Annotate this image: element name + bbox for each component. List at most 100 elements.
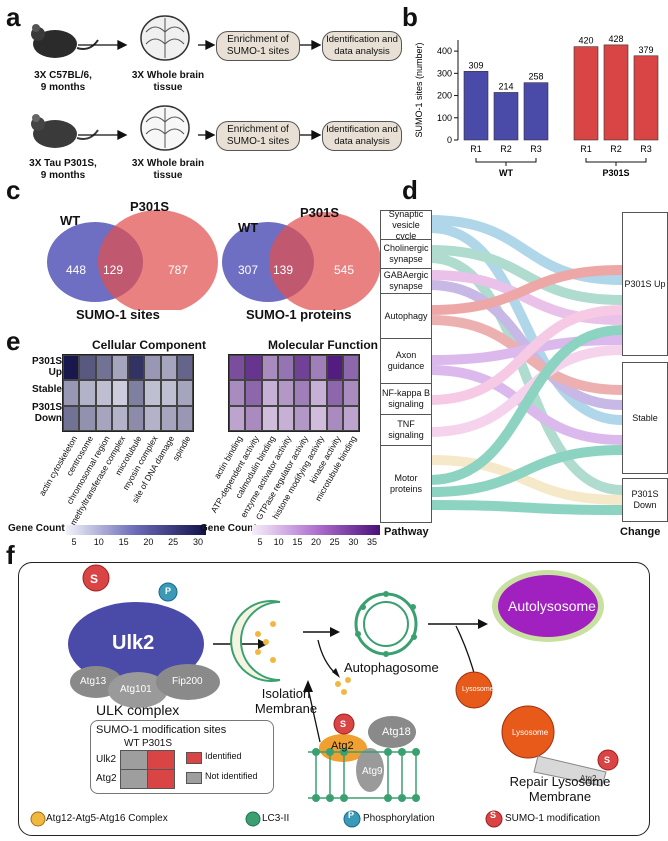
bar-value-label: 214 [498,81,513,91]
bar-value-label: 428 [608,34,623,44]
legend-tick-label: 35 [366,537,378,547]
tissue-label-p301s: 3X Whole brain tissue [131,158,205,181]
repair-lysosome-shape [501,705,555,759]
heatmap-cell [245,405,262,431]
heatmap-cell [144,355,161,381]
ulk-complex-caption: ULK complex [96,702,180,718]
legend-identified-label: Identified [205,751,242,761]
atg18-shape [368,716,416,748]
panel-label-d: d [402,175,418,205]
legend-lc3-label: LC3-II [262,813,290,824]
y-tick-label: 300 [437,68,452,78]
atg18-label: Atg18 [382,726,411,738]
y-tick-label: 100 [437,113,452,123]
heatmap-cell [160,405,177,431]
cc-legend-title: Gene Count [8,523,65,534]
heatmap-cell [111,380,128,406]
y-axis-label: SUMO-1 sites (number) [414,42,424,137]
cell-ulk2-p301s [147,750,175,770]
bar-value-label: 258 [528,72,543,82]
lysosome-repair-label: Lysosome [512,728,549,737]
heatmap-cell [310,355,327,381]
venn-sites-p301s-count: 787 [168,263,189,277]
heatmap-cell [342,355,359,381]
heatmap-cell [277,405,294,431]
heatmap-cell [277,355,294,381]
mf-heatmap [228,354,360,432]
legend-tick-label: 10 [273,537,284,547]
mf-legend-title: Gene Count [200,523,257,534]
venn-sites-wt-label: WT [60,213,81,228]
legend-not-identified-swatch [186,772,202,784]
mouse-icon [31,24,99,58]
fip200-label: Fip200 [172,676,203,687]
atg2-label: Atg2 [331,740,354,752]
x-tick-label: R3 [640,144,652,154]
heatmap-cell [326,355,343,381]
heatmap-cell [128,405,145,431]
analysis-step-p301s: Identification and data analysis [322,121,402,151]
pathway-schematic-box [18,562,650,836]
x-tick-label: R1 [580,144,592,154]
autolysosome-shape [498,575,598,637]
legend-atg12-label: Atg12-Atg5-Atg16 Complex [46,813,168,824]
heatmap-cell [144,380,161,406]
heatmap-cell [310,405,327,431]
group-bracket [585,158,647,163]
bar-p301s-r3 [633,55,659,141]
y-tick-label: 0 [447,135,452,145]
bar-wt-r2 [493,92,519,141]
heatmap-cell [79,355,96,381]
group-label-p301s: P301S [602,168,629,178]
heatmap-cell [63,405,80,431]
heatmap-cell [95,405,112,431]
enrichment-step-wt: Enrichment of SUMO-1 sites [216,31,300,61]
x-tick-label: R1 [470,144,482,154]
sumo-s-marker [82,564,110,592]
ulk2-p-label: P [165,586,172,596]
tissue-label-wt: 3X Whole brain tissue [131,70,205,93]
legend-tick-label: 25 [168,537,179,547]
heatmap-cell [95,380,112,406]
venn-diagrams [47,210,380,310]
heatmap-cell [79,380,96,406]
heatmap-cell [111,355,128,381]
autolysosome-label: Autolysosome [508,598,596,614]
sankey-footer-pathway: Pathway [384,526,429,538]
pathway-motor-proteins: Motor proteins [380,445,432,523]
legend-identified-swatch [186,752,202,764]
cc-heatmap [62,354,194,432]
bar-p301s-r2 [603,44,629,141]
row-label-down: P301S Down [31,402,62,424]
heatmap-cell [95,355,112,381]
brain-icon [140,15,190,61]
venn-sites-p301s-label: P301S [130,199,170,214]
repair-atg2-label: Atg2 [580,774,597,783]
mouse-label-p301s: 3X Tau P301S, 9 months [29,158,97,181]
change-p301s-down: P301S Down [622,478,668,522]
table-row-atg2: Atg2 [96,773,117,784]
atg9-shape [356,748,384,792]
heatmap-cell [326,380,343,406]
sankey-footer-change: Change [620,526,661,538]
mf-title: Molecular Function [268,338,379,352]
pathway-nf-kappa-b: NF-kappa B signaling [380,383,432,415]
heatmap-cell [261,355,278,381]
atg101-shape [108,672,168,708]
legend-not-identified-label: Not identified [205,771,258,781]
panel-label-e: e [6,326,21,356]
heatmap-cell [144,405,161,431]
legend-lc3-icon [245,811,261,827]
brain-icon [140,105,190,151]
fip200-shape [156,664,220,700]
heatmap-cell [245,380,262,406]
cell-ulk2-wt [120,750,148,770]
panel-label-c: c [6,175,21,205]
atg2-s-label: S [340,719,347,729]
legend-tick-label: 20 [310,537,322,547]
atg101-label: Atg101 [120,684,152,695]
heatmap-cell [229,355,246,381]
sumo-sites-table-title: SUMO-1 modification sites [96,724,227,736]
group-bracket [475,158,537,163]
